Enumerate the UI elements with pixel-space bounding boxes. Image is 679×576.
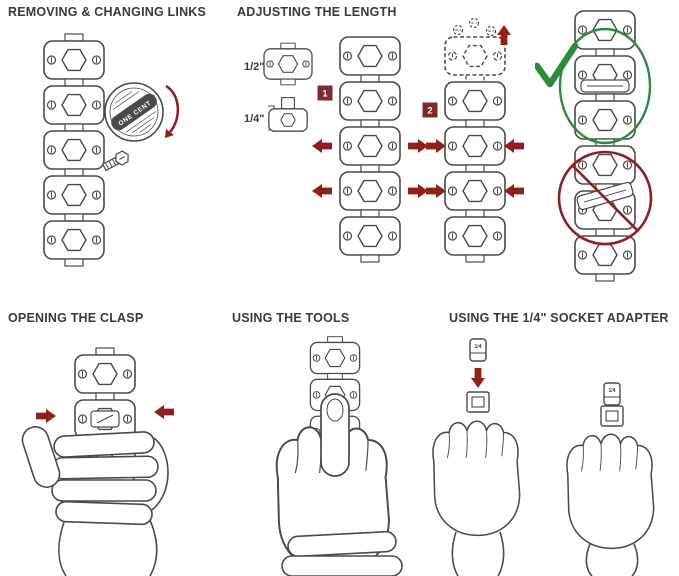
- adjusting-length-illustration: 1/2" 1/4" 1 2: [244, 18, 524, 263]
- correct-circle: [558, 27, 652, 145]
- finger: [55, 500, 153, 526]
- adapter-socket-installed: [600, 405, 624, 427]
- removing-links-illustration: ONE CENT: [43, 33, 179, 267]
- thumb: [320, 393, 350, 477]
- finger: [51, 455, 159, 480]
- bracelet-strip: [43, 33, 105, 267]
- holding-fist: [566, 433, 655, 550]
- socket-adapter-illustration: 1/4 1/4: [432, 338, 655, 576]
- step-2-strip: [444, 37, 506, 263]
- finger: [51, 479, 157, 502]
- bit-size-label: 1/4: [609, 388, 616, 394]
- check-strip: [574, 10, 636, 282]
- check-icon: [535, 42, 579, 88]
- clasp-detail: [90, 410, 120, 428]
- wrong-tool-detail: [576, 181, 634, 211]
- wrist-line: [497, 531, 505, 576]
- tool-strip: [309, 336, 361, 454]
- finger: [53, 431, 155, 458]
- thumb: [21, 426, 61, 488]
- step-2-number: 2: [427, 106, 432, 117]
- using-tools-illustration: [275, 336, 403, 576]
- adapter-socket: [466, 391, 490, 413]
- wrist-line: [149, 519, 158, 576]
- clasp-strip: [74, 347, 136, 491]
- palm-edge: [151, 437, 169, 511]
- rotate-coin-arrow: [165, 84, 179, 138]
- heading-adjusting-length: ADJUSTING THE LENGTH: [237, 5, 397, 19]
- bit-size-label: 1/4: [475, 344, 482, 350]
- quarter-inch-label: 1/4": [244, 113, 265, 125]
- wrist-line: [631, 543, 639, 576]
- opening-clasp-illustration: [21, 347, 174, 576]
- link-screw: [101, 150, 129, 172]
- second-hand-fingers: [281, 530, 403, 576]
- insert-down-arrow: [471, 368, 485, 388]
- step-1-number: 1: [322, 89, 328, 100]
- holding-fist: [432, 420, 521, 537]
- coin-banner: [111, 93, 157, 131]
- gripping-hand: [21, 426, 169, 576]
- removed-screws: [452, 18, 497, 37]
- prohibited-icon: [557, 150, 653, 246]
- correct-tool-detail: [580, 79, 630, 93]
- assembly-check-illustration: [535, 10, 653, 282]
- coin: ONE CENT: [104, 82, 164, 142]
- step-1-badge: 1: [317, 85, 333, 101]
- socket-bit: 1/4: [469, 338, 487, 362]
- heading-opening-clasp: OPENING THE CLASP: [8, 311, 144, 325]
- half-inch-label: 1/2": [244, 61, 265, 73]
- step-2-badge: 2: [422, 102, 438, 118]
- wrist-line: [58, 521, 67, 576]
- half-inch-link: [263, 42, 313, 86]
- heading-removing-links: REMOVING & CHANGING LINKS: [8, 5, 207, 19]
- heading-socket-adapter: USING THE 1/4" SOCKET ADAPTER: [449, 311, 669, 325]
- quarter-inch-link: [268, 97, 308, 132]
- heading-using-tools: USING THE TOOLS: [232, 311, 350, 325]
- socket-bit-installed: 1/4: [603, 382, 621, 406]
- wrist-line: [451, 531, 459, 576]
- step-1-strip: [339, 36, 401, 263]
- wrist-line: [585, 543, 593, 576]
